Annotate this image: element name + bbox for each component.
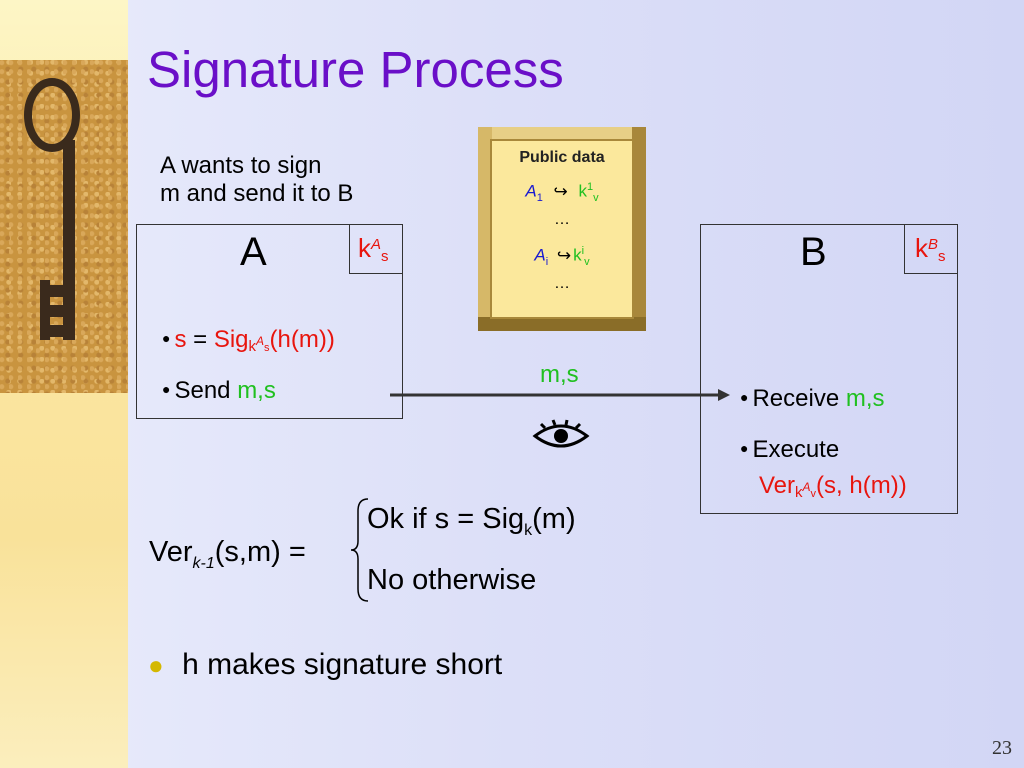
party-a-label: A [240,230,267,274]
public-data-title: Public data [519,149,605,166]
ver-key: k [795,484,803,501]
slide-title: Signature Process [147,41,564,98]
bullet-icon: ● [740,389,749,405]
party-a-step-sign: ●s = SigkAs(h(m)) [162,326,335,355]
execute-verb: Execute [752,436,840,463]
party-b-step-execute: ●Execute [740,436,839,464]
intro-line-1: A wants to sign [160,152,322,179]
case-ok-sub: k [524,521,533,539]
key-sub: s [938,248,946,266]
party-b-step-receive: ●Receive m,s [740,385,885,413]
key-icon [24,78,80,340]
ver-case-no: No otherwise [367,564,537,596]
ver-func: Ver [759,472,796,499]
row1-a: A [525,181,537,201]
key-letter: k [915,233,928,263]
sig-key: k [248,338,257,355]
ver-lhs-args: (s,m) = [214,536,306,568]
key-letter: k [358,233,371,263]
public-data-row-1: A1 ↪ k1v [492,181,632,204]
send-verb: Send [174,377,238,404]
row1-k: k [578,181,588,201]
ver-arg: (s, h(m)) [816,472,907,499]
party-b-label: B [800,230,827,274]
mapsto-icon: ↪ [556,245,572,265]
key-sub: s [381,248,389,266]
party-b-verify-call: VerkAv(s, h(m)) [759,472,907,501]
send-msg: m,s [237,377,276,404]
party-b-box [700,224,958,514]
public-data-ellipsis-2: … [554,275,570,292]
bullet-icon: ● [162,330,171,346]
case-ok-tail: (m) [532,503,576,535]
party-b-key-tag: kBs [904,224,958,274]
party-a-box [136,224,403,419]
note-text: h makes signature short [182,648,503,681]
intro-line-2: m and send it to B [160,180,354,207]
bullet-icon: ● [162,381,171,397]
channel-arrow [390,389,730,401]
key-sup: B [928,235,939,253]
public-data-ellipsis-1: … [554,211,570,228]
sig-var: s [174,326,187,353]
page-number: 23 [992,737,1012,759]
mapsto-icon: ↪ [553,181,568,201]
sig-key-sub: s [264,342,270,354]
row1-k-sub: v [593,192,599,205]
key-sup: A [371,235,382,253]
row2-k: k [573,245,582,265]
ver-lhs-sub: k-1 [192,554,215,572]
row2-a: A [534,245,546,265]
row2-a-sub: i [545,256,549,269]
row1-a-sub: 1 [536,192,543,205]
key-image [0,60,128,393]
row2-k-sup: i [581,245,585,257]
eye-icon [532,419,590,448]
row2-k-sub: v [584,256,590,269]
channel-label: m,s [540,361,579,388]
ver-key-sup: A [802,480,811,494]
party-a-key-tag: kAs [349,224,403,274]
sig-func: Sig [213,326,249,353]
bullet-icon: ● [148,650,164,680]
party-a-step-send: ●Send m,s [162,377,276,405]
public-data-panel: Public data A1 ↪ k1v … Ai ↪kiv … [478,127,646,331]
bullet-icon: ● [740,440,749,456]
receive-verb: Receive [752,385,846,412]
ver-definition-lhs: Verk-1(s,m) = [149,536,306,573]
sig-arg: (h(m)) [269,326,335,353]
row1-k-sup: 1 [587,181,594,193]
eq-sign: = [186,326,214,353]
ver-case-ok: Ok if s = Sigk(m) [367,503,576,540]
note-bullet: ● h makes signature short [148,648,502,682]
ver-lhs: Ver [149,536,193,568]
ver-key-sub: v [810,488,817,500]
case-ok-text: Ok if s = Sig [367,503,525,535]
intro-text: A wants to sign m and send it to B [160,152,353,208]
brace-icon [350,498,369,602]
receive-msg: m,s [845,385,885,412]
public-data-row-2: Ai ↪kiv [492,245,632,268]
sig-key-sup: A [256,334,265,348]
